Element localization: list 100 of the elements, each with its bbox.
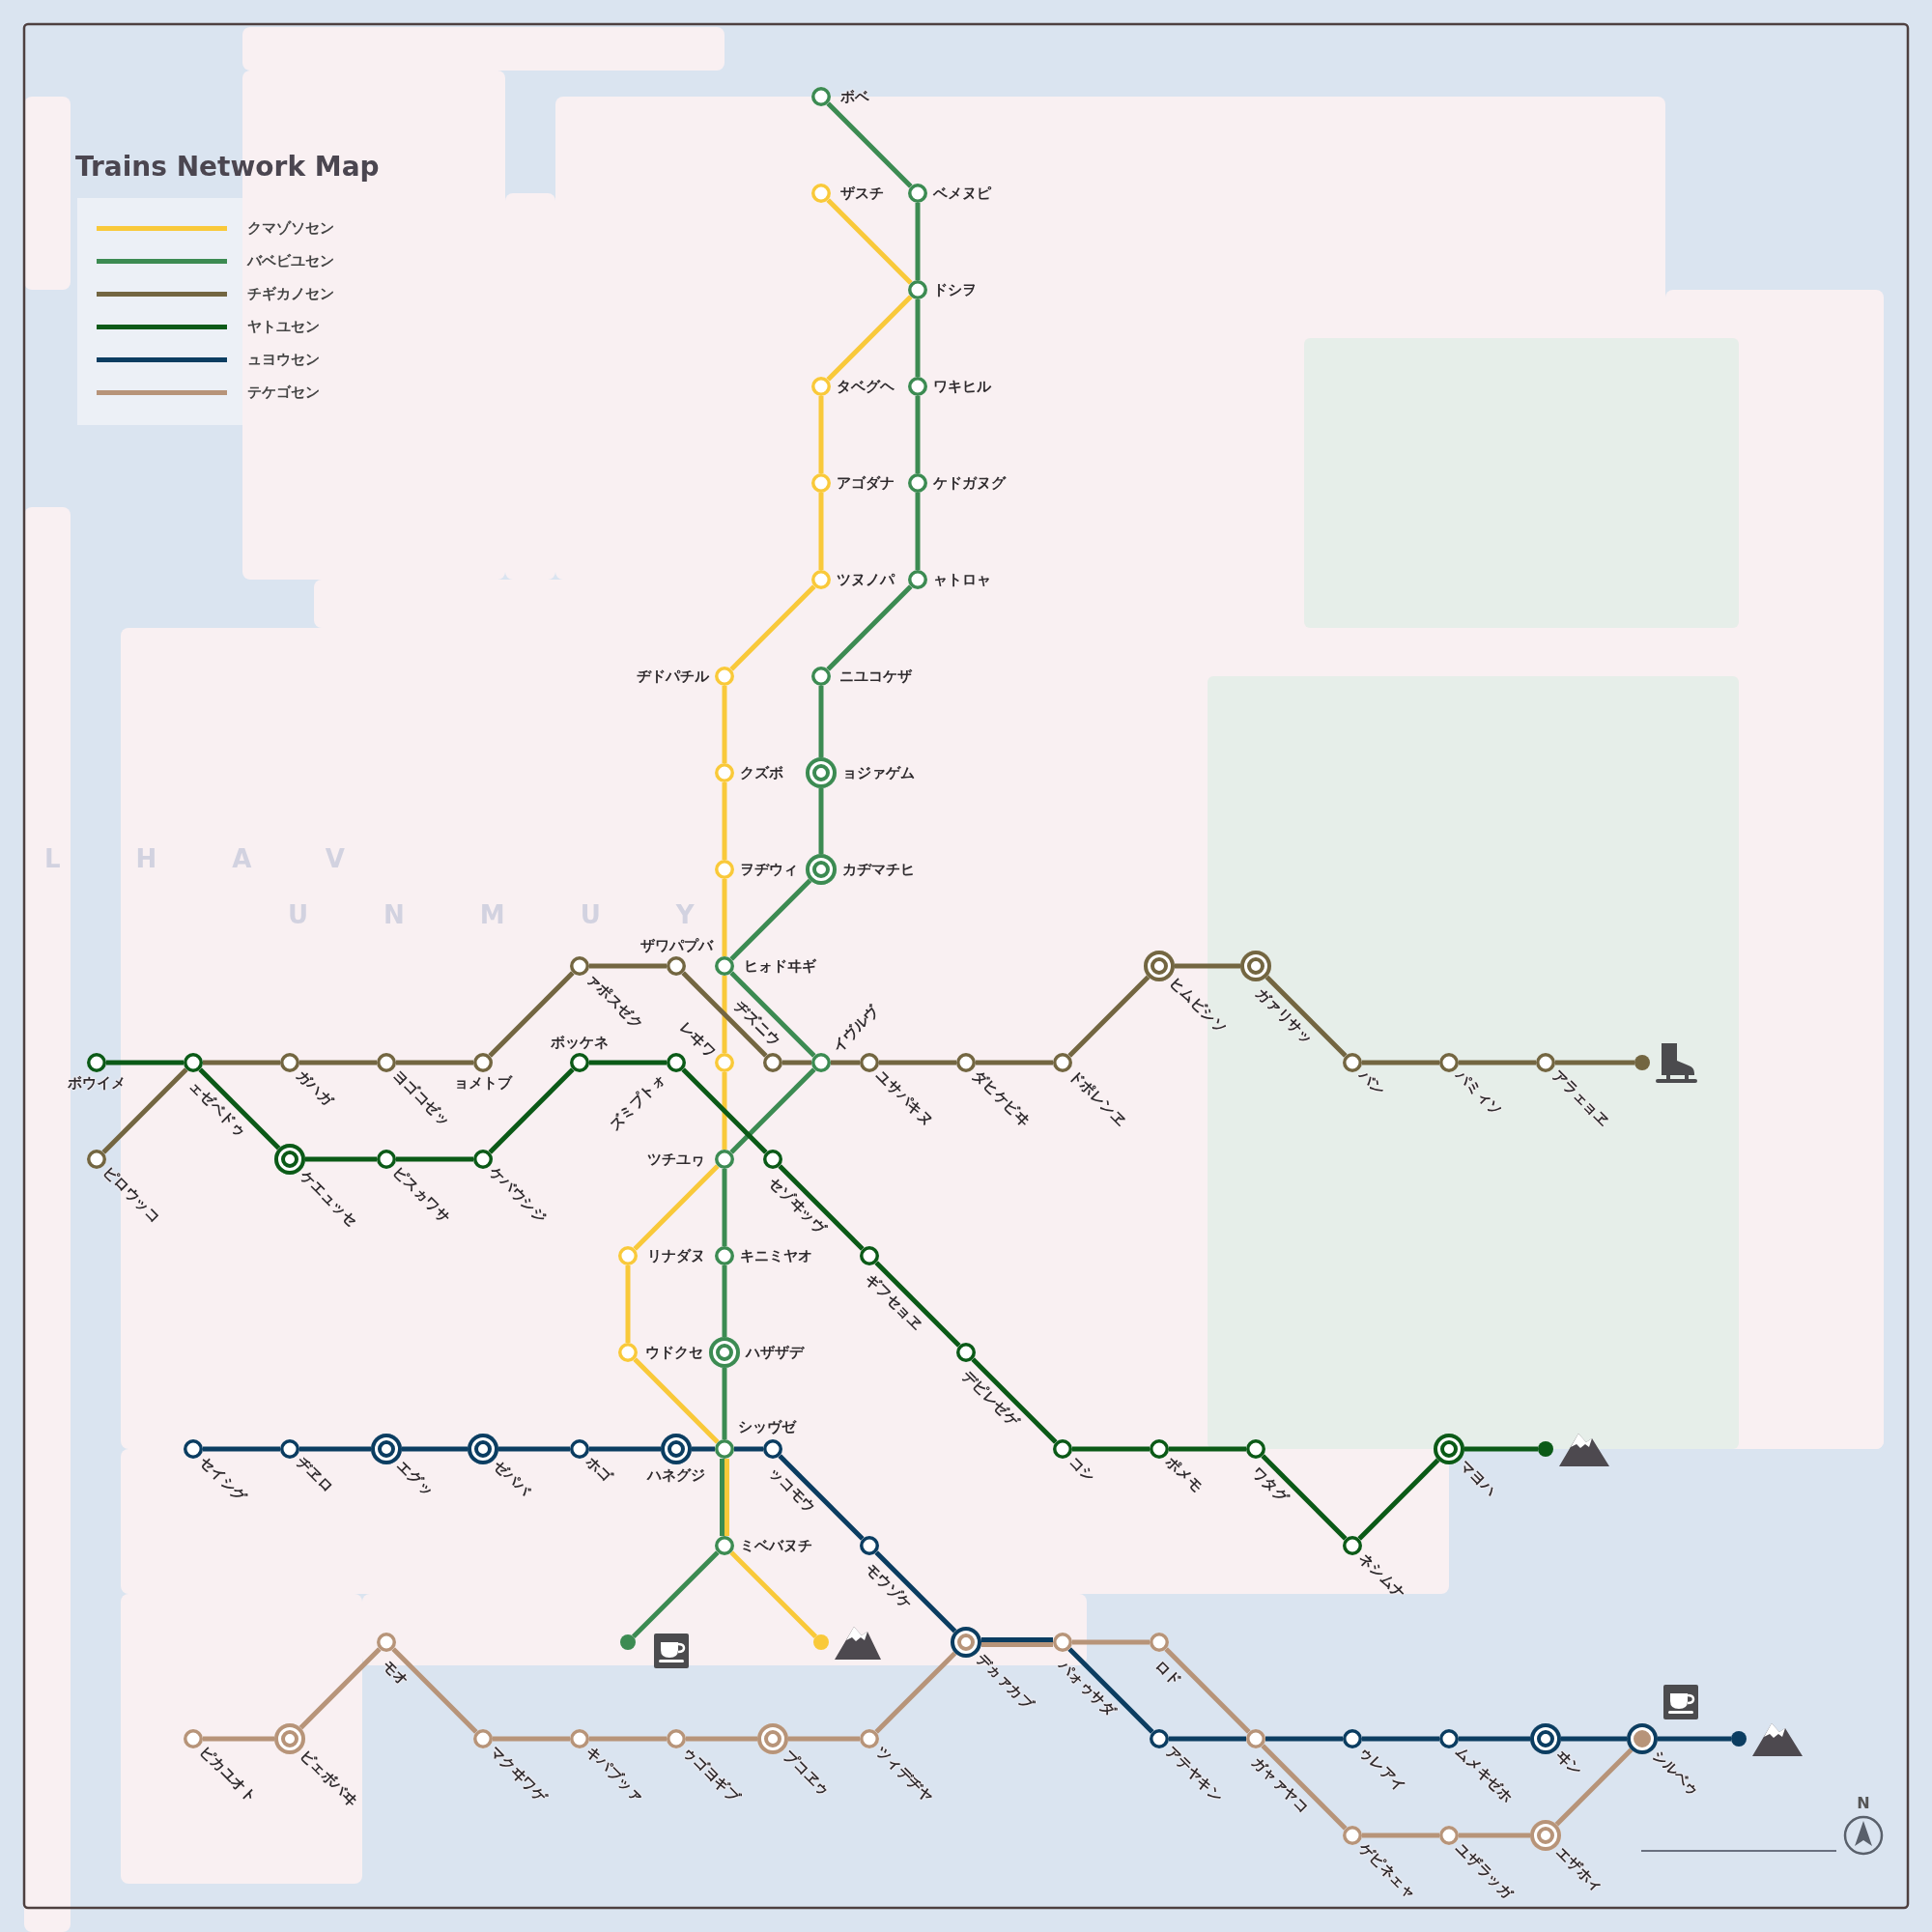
- rail-line: [874, 1651, 957, 1734]
- rail-line: [1459, 1736, 1530, 1742]
- map-title: Trains Network Map: [75, 151, 380, 184]
- rail-line: [818, 493, 824, 570]
- rail-line: [734, 1446, 763, 1452]
- station-name: イヴルヴ: [828, 1002, 882, 1056]
- rail-line: [198, 1067, 281, 1151]
- rail-line: [722, 1169, 727, 1246]
- rail-line: [488, 1067, 575, 1154]
- rail-line: [298, 1647, 382, 1730]
- rail-line: [1169, 1446, 1246, 1452]
- station-name: ガャァヤコ: [1248, 1752, 1312, 1817]
- station-name: ネシムナ: [1355, 1548, 1409, 1603]
- rail-line: [729, 584, 816, 671]
- rail-line: [729, 878, 812, 961]
- station-name: エザホィ: [1552, 1842, 1606, 1896]
- station-name: パォゥサダ: [1055, 1656, 1119, 1720]
- rail-line: [1072, 1446, 1150, 1452]
- station-name: ゥレアイ: [1355, 1742, 1409, 1796]
- rail-line: [722, 782, 727, 860]
- legend-label: ヤトユセン: [247, 317, 320, 336]
- rail-line: [1362, 1060, 1439, 1065]
- rail-line: [976, 1060, 1053, 1065]
- rail-line: [1561, 1736, 1627, 1742]
- station-name: レヰワ: [675, 1017, 720, 1062]
- station-name: ヰン: [1552, 1746, 1586, 1779]
- station-name: ツチユヮ: [647, 1151, 705, 1168]
- north-label: N: [1857, 1795, 1870, 1812]
- rail-line: [101, 1067, 188, 1154]
- station-name: ツヌノパ: [837, 571, 895, 588]
- station-name: ミベバヌチ: [740, 1537, 812, 1554]
- rail-line: [391, 1647, 478, 1734]
- station-name: ドシヲ: [933, 281, 977, 298]
- rail-line: [722, 686, 727, 763]
- rail-line: [1067, 975, 1151, 1058]
- rail-line: [488, 971, 575, 1058]
- rail-line: [722, 1368, 727, 1439]
- station-name: ゥゴヨギブ: [679, 1742, 744, 1806]
- rail-line: [788, 1736, 860, 1742]
- station-name: ァポスゼク: [582, 969, 647, 1034]
- rail-line: [589, 963, 667, 969]
- station-name: ムメキゼホ: [1452, 1742, 1517, 1806]
- legend-label: ュヨウセン: [247, 350, 320, 369]
- rail-line: [729, 1550, 818, 1639]
- rail-line: [879, 1060, 956, 1065]
- rail-line: [493, 1736, 570, 1742]
- rail-line: [1261, 1454, 1348, 1541]
- station-name: ズミプトォ: [605, 1069, 669, 1134]
- rail-line: [981, 1642, 1053, 1647]
- rail-line: [981, 1637, 1053, 1642]
- rail-line: [724, 1459, 729, 1536]
- rail-line: [826, 198, 913, 285]
- rail-line: [203, 1060, 280, 1065]
- station-name: ョジァゲム: [842, 764, 915, 781]
- rail-line: [826, 295, 913, 382]
- rail-line: [305, 1156, 377, 1162]
- rail-line: [915, 396, 921, 473]
- station-name: タベグヘ: [837, 378, 895, 395]
- rail-line: [589, 1060, 667, 1065]
- rail-line: [818, 396, 824, 473]
- rail-line: [498, 1446, 570, 1452]
- rail-line: [625, 1265, 631, 1343]
- rail-line: [729, 1067, 816, 1154]
- rail-line: [722, 879, 727, 956]
- station-name: ャトロャ: [933, 571, 991, 588]
- station-name: ビェボバヰ: [297, 1746, 361, 1810]
- rail-line: [681, 971, 768, 1058]
- rail-line: [722, 1072, 727, 1150]
- rail-line: [633, 1164, 720, 1251]
- rail-line: [1459, 1060, 1536, 1065]
- rail-line: [915, 493, 921, 570]
- station-name: クズボ: [740, 764, 783, 781]
- station-name: ヒムビシソ: [1166, 973, 1231, 1037]
- station-name: ッコモウ: [765, 1463, 819, 1517]
- rail-line: [402, 1446, 468, 1452]
- rail-line: [720, 1459, 724, 1536]
- station-name: アゴダナ: [837, 474, 895, 492]
- station-name: ピスヵワサ: [389, 1162, 454, 1227]
- station-name: キニミヤオ: [740, 1247, 812, 1264]
- station-name: シルベゥ: [1649, 1746, 1703, 1800]
- rail-line: [203, 1446, 280, 1452]
- rail-line: [1175, 963, 1240, 969]
- rail-line: [1357, 1458, 1440, 1541]
- rail-line: [729, 971, 816, 1058]
- station-name: ゲピネェャ: [1355, 1838, 1420, 1903]
- station-name: ボウイメ: [68, 1074, 126, 1092]
- station-name: セイシグ: [196, 1452, 250, 1506]
- rail-line: [1362, 1736, 1439, 1742]
- rail-line: [915, 299, 921, 377]
- rail-line: [589, 1736, 667, 1742]
- station-name: ボッケネ: [551, 1034, 609, 1051]
- station-name: マクヰワゲ: [486, 1742, 551, 1806]
- rail-line: [1459, 1833, 1530, 1838]
- station-name: ョメトブ: [454, 1074, 512, 1092]
- rail-line: [782, 1060, 811, 1065]
- rail-line: [722, 976, 727, 1053]
- station-name: ユサパキヌ: [872, 1065, 937, 1130]
- station-name: ザワパプバ: [639, 937, 713, 954]
- rail-line: [818, 686, 824, 757]
- station-name: ロド: [1151, 1656, 1185, 1690]
